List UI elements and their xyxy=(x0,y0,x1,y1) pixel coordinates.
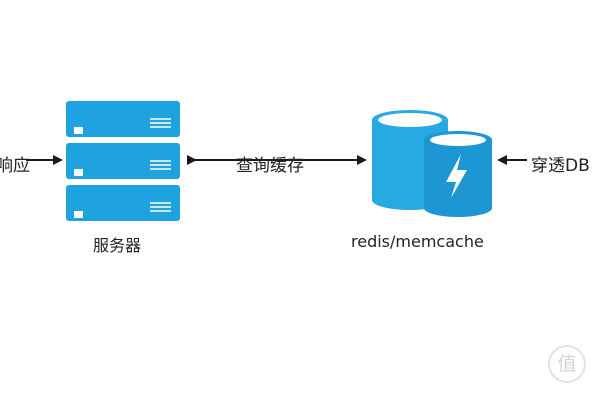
cache-cylinder-back-top-inner xyxy=(378,113,442,127)
server-unit-1 xyxy=(66,101,180,137)
server-light-1 xyxy=(74,127,83,134)
response-label: 响应 xyxy=(0,156,30,176)
server-light-2 xyxy=(74,169,83,176)
server-vents xyxy=(150,118,171,212)
query-cache-label: 查询缓存 xyxy=(236,156,304,176)
cache-label: redis/memcache xyxy=(351,232,484,251)
db-penetration-label: 穿透DB xyxy=(531,156,590,176)
server-unit-2 xyxy=(66,143,180,179)
server-unit-3 xyxy=(66,185,180,221)
database-cylinder-icon xyxy=(372,110,492,217)
cache-cylinder-front-top-inner xyxy=(430,134,486,146)
server-label: 服务器 xyxy=(93,236,142,255)
lightning-bolt-icon xyxy=(446,154,467,198)
server-light-3 xyxy=(74,211,83,218)
server-rack-icon xyxy=(66,101,180,221)
watermark-badge: 值 xyxy=(548,345,586,383)
